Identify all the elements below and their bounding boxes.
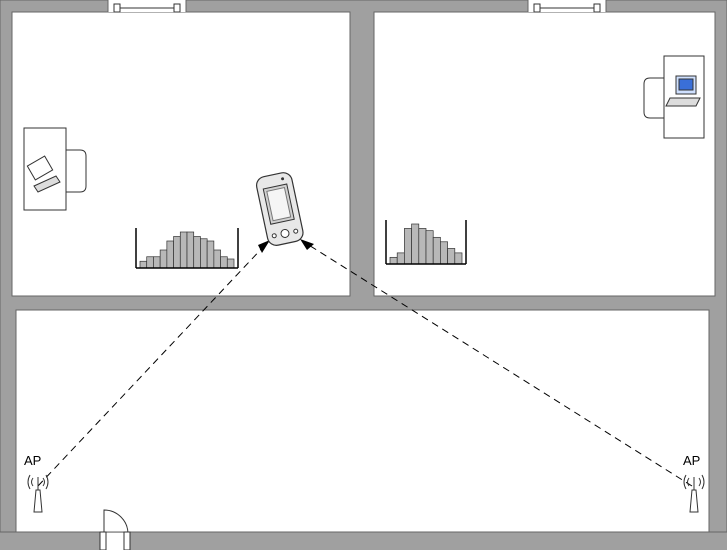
access-point-icon [683, 474, 705, 513]
arrowhead-right [300, 239, 314, 250]
laptop-icon [26, 155, 61, 193]
histogram-bar [193, 236, 201, 269]
access-point-left: AP [24, 453, 49, 513]
pda-icon [255, 172, 304, 246]
access-point-icon [27, 474, 49, 513]
histogram-bar [179, 231, 188, 269]
desktop-pc-icon [665, 75, 701, 107]
histogram-bar [396, 252, 405, 265]
signal-histogram-right [385, 220, 467, 265]
window-left [107, 0, 187, 13]
signal-links [37, 239, 693, 487]
histogram-bar [226, 258, 235, 269]
histogram-bar [404, 228, 412, 265]
door [99, 509, 131, 550]
ap-label-right: AP [683, 453, 700, 468]
histogram-bar [213, 249, 221, 269]
histogram-bar [389, 256, 398, 265]
histogram-bar [153, 256, 161, 269]
histogram-bar [220, 256, 228, 269]
histogram-bar [186, 231, 195, 269]
histogram-bar [418, 228, 427, 265]
ap-label-left: AP [24, 453, 41, 468]
signal-line-right [303, 241, 693, 487]
corridor-floor [15, 309, 710, 533]
arrowhead-left [258, 240, 270, 253]
window-right [527, 0, 607, 13]
histogram-bar [425, 230, 434, 265]
histogram-bar [139, 260, 148, 269]
histogram-bar [447, 248, 456, 265]
histogram-bar [159, 249, 168, 269]
histogram-bar [454, 252, 463, 265]
histogram-bar [411, 223, 420, 265]
desk-with-desktop-pc [643, 55, 705, 139]
histogram-bar [146, 256, 154, 269]
histogram-bar [200, 238, 208, 269]
desk-with-laptop [23, 127, 87, 211]
histogram-bar [206, 240, 215, 269]
access-point-right: AP [683, 453, 705, 513]
signal-histogram-left [135, 228, 239, 269]
histogram-bar [432, 236, 441, 265]
histogram-bar [440, 241, 448, 265]
histogram-bar [173, 236, 181, 269]
signal-line-left [37, 243, 267, 487]
histogram-bar [166, 240, 174, 269]
